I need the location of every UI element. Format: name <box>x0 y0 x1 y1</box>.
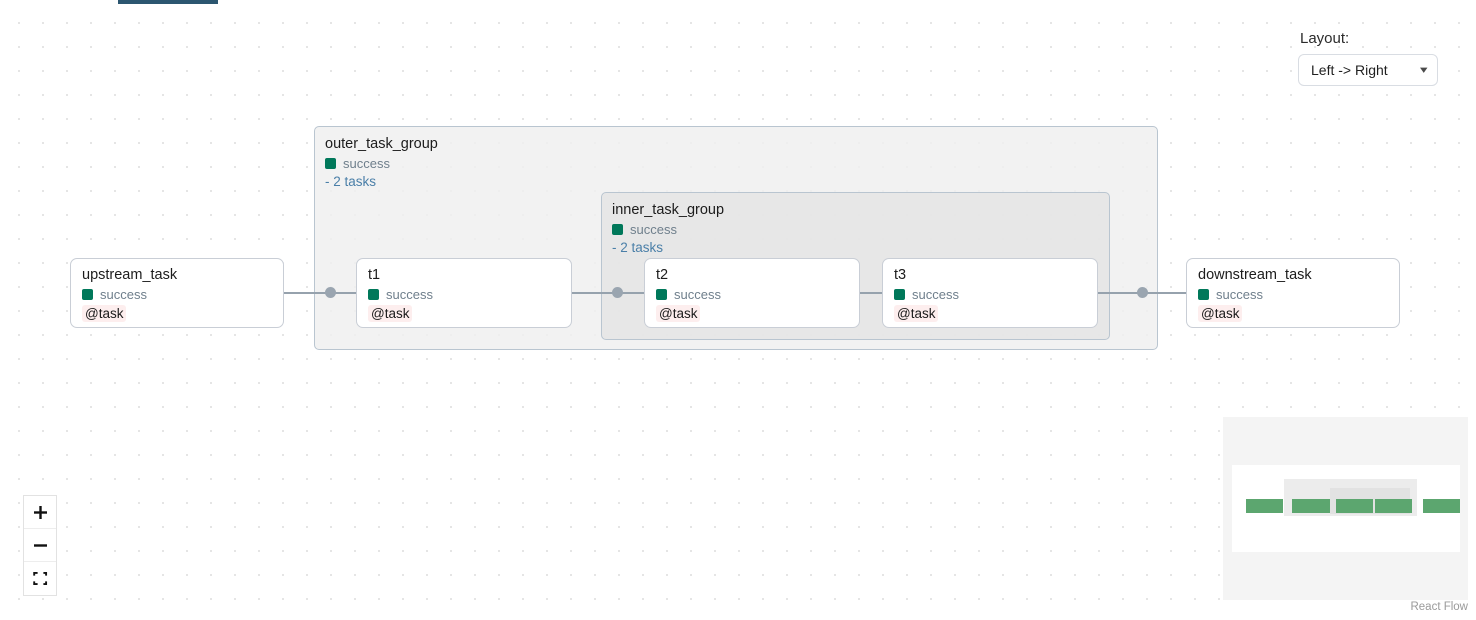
layout-direction-select[interactable]: Left -> Right ▾ <box>1298 54 1438 86</box>
group-title: outer_task_group <box>325 136 438 152</box>
task-node-t1[interactable]: t1 success @task <box>356 258 572 328</box>
task-node-title: downstream_task <box>1198 267 1312 283</box>
fit-view-button[interactable] <box>24 562 56 595</box>
task-node-title: t1 <box>368 267 381 283</box>
zoom-out-button[interactable] <box>24 529 56 562</box>
status-swatch-success-icon <box>368 289 379 300</box>
task-node-status: success <box>894 287 1097 302</box>
layout-selected-value: Left -> Right <box>1311 62 1388 78</box>
task-node-operator-badge: @task <box>82 305 127 322</box>
task-node-status-label: success <box>386 287 433 302</box>
edge-handle-dot[interactable] <box>325 287 336 298</box>
task-node-downstream-task[interactable]: downstream_task success @task <box>1186 258 1400 328</box>
task-node-t2[interactable]: t2 success @task <box>644 258 860 328</box>
task-node-status: success <box>1198 287 1399 302</box>
edge-handle-dot[interactable] <box>1137 287 1148 298</box>
minimap[interactable] <box>1223 417 1468 600</box>
status-swatch-success-icon <box>656 289 667 300</box>
edge-handle-dot[interactable] <box>612 287 623 298</box>
task-node-status-label: success <box>100 287 147 302</box>
group-status-label: success <box>343 156 390 171</box>
task-node-title: t2 <box>656 267 669 283</box>
task-node-title: t3 <box>894 267 907 283</box>
edge-t2-to-t3[interactable] <box>860 292 882 294</box>
task-node-title: upstream_task <box>82 267 178 283</box>
layout-label: Layout: <box>1300 30 1350 47</box>
group-header: inner_task_group success - 2 tasks <box>602 193 1109 256</box>
status-swatch-success-icon <box>612 224 623 235</box>
active-tab-indicator[interactable] <box>118 0 218 4</box>
minimap-node <box>1336 499 1373 513</box>
task-node-status: success <box>656 287 859 302</box>
react-flow-attribution[interactable]: React Flow <box>1410 601 1468 613</box>
minimap-node <box>1246 499 1283 513</box>
zoom-in-button[interactable] <box>24 496 56 529</box>
task-node-operator-badge: @task <box>894 305 939 322</box>
minimap-node <box>1375 499 1412 513</box>
task-node-status-label: success <box>1216 287 1263 302</box>
zoom-controls <box>23 495 57 596</box>
minus-icon <box>33 543 47 547</box>
group-header: outer_task_group success - 2 tasks <box>315 127 1157 190</box>
group-task-count: - 2 tasks <box>612 240 664 255</box>
group-status-label: success <box>630 222 677 237</box>
edge-upstream-to-t1[interactable] <box>284 292 356 294</box>
edge-t1-to-t2[interactable] <box>572 292 644 294</box>
fit-view-icon <box>32 571 47 586</box>
layout-control-panel: Layout: Left -> Right ▾ <box>1298 30 1438 86</box>
status-swatch-success-icon <box>894 289 905 300</box>
minimap-viewport[interactable] <box>1232 465 1460 552</box>
group-status: success <box>612 222 1109 237</box>
task-node-t3[interactable]: t3 success @task <box>882 258 1098 328</box>
group-task-count: - 2 tasks <box>325 174 377 189</box>
minimap-node <box>1292 499 1330 513</box>
task-node-status: success <box>368 287 571 302</box>
status-swatch-success-icon <box>1198 289 1209 300</box>
group-title: inner_task_group <box>612 202 725 218</box>
group-status: success <box>325 156 1157 171</box>
tab-strip <box>0 0 1476 5</box>
minimap-node <box>1423 499 1460 513</box>
task-node-status: success <box>82 287 283 302</box>
task-node-operator-badge: @task <box>656 305 701 322</box>
status-swatch-success-icon <box>325 158 336 169</box>
plus-icon <box>33 505 47 519</box>
task-node-status-label: success <box>912 287 959 302</box>
chevron-down-icon: ▾ <box>1420 63 1428 76</box>
task-node-operator-badge: @task <box>1198 305 1243 322</box>
task-node-upstream-task[interactable]: upstream_task success @task <box>70 258 284 328</box>
status-swatch-success-icon <box>82 289 93 300</box>
task-node-status-label: success <box>674 287 721 302</box>
task-node-operator-badge: @task <box>368 305 413 322</box>
